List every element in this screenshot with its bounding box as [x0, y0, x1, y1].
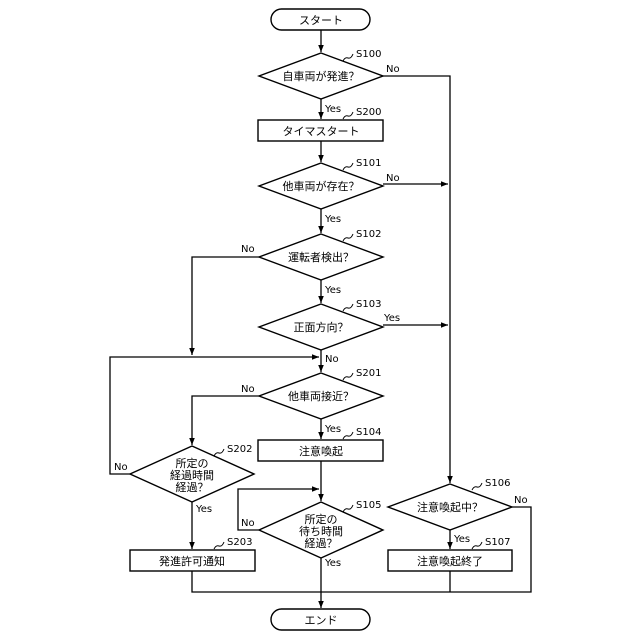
leader-s104: [343, 432, 353, 439]
step-s100: S100: [356, 49, 381, 60]
arrow-s102-no: [192, 257, 259, 355]
s103-yes-label: Yes: [383, 313, 400, 324]
s200-label: タイマスタート: [283, 125, 360, 138]
arrow-s203-to-end: [192, 571, 321, 592]
step-s105: S105: [356, 500, 381, 511]
step-s107: S107: [485, 537, 510, 548]
s103-no-label: No: [325, 354, 339, 365]
s104-label: 注意喚起: [299, 444, 343, 458]
step-s104: S104: [356, 427, 381, 438]
step-s200: S200: [356, 107, 381, 118]
step-s106: S106: [485, 478, 510, 489]
s203-label: 発進許可通知: [159, 554, 225, 568]
step-s201: S201: [356, 368, 381, 379]
s105-line2: 待ち時間: [299, 524, 343, 538]
s106-yes-label: Yes: [453, 534, 470, 545]
s102-no-label: No: [241, 244, 255, 255]
s100-question: 自車両が発進？: [283, 69, 360, 83]
s202-yes-label: Yes: [195, 504, 212, 515]
s201-yes-label: Yes: [324, 424, 341, 435]
s101-no-label: No: [386, 173, 400, 184]
leader-s105: [343, 505, 353, 512]
s105-yes-label: Yes: [324, 558, 341, 569]
leader-s101: [343, 163, 353, 170]
s201-question: 他車両接近？: [288, 389, 354, 403]
s102-yes-label: Yes: [324, 285, 341, 296]
s105-line1: 所定の: [305, 512, 338, 526]
leader-s106: [472, 483, 482, 490]
s202-no-label: No: [114, 462, 128, 473]
step-s202: S202: [227, 444, 252, 455]
leader-s100: [343, 54, 353, 61]
leader-s202: [214, 449, 224, 456]
s105-line3: 経過？: [305, 537, 338, 550]
step-s103: S103: [356, 299, 381, 310]
s201-no-label: No: [241, 384, 255, 395]
start-label: スタート: [299, 14, 343, 27]
s101-yes-label: Yes: [324, 214, 341, 225]
step-s102: S102: [356, 229, 381, 240]
arrow-s201-no: [192, 396, 259, 445]
step-s203: S203: [227, 537, 252, 548]
s107-label: 注意喚起終了: [417, 554, 483, 568]
s102-question: 運転者検出？: [288, 250, 354, 264]
s103-question: 正面方向？: [294, 320, 349, 334]
leader-s107: [472, 542, 482, 549]
s106-question: 注意喚起中？: [417, 500, 483, 514]
s202-line1: 所定の: [176, 456, 209, 470]
s106-no-label: No: [514, 495, 528, 506]
leader-s203: [214, 542, 224, 549]
s101-question: 他車両が存在？: [283, 179, 360, 193]
leader-s200: [343, 112, 353, 119]
leader-s201: [343, 373, 353, 380]
arrow-s100-no: [383, 76, 450, 483]
s100-no-label: No: [386, 64, 400, 75]
s105-no-label: No: [241, 518, 255, 529]
s100-yes-label: Yes: [324, 104, 341, 115]
leader-s103: [343, 304, 353, 311]
end-label: エンド: [305, 614, 338, 627]
step-s101: S101: [356, 158, 381, 169]
leader-s102: [343, 234, 353, 241]
s202-line3: 経過？: [176, 481, 209, 494]
